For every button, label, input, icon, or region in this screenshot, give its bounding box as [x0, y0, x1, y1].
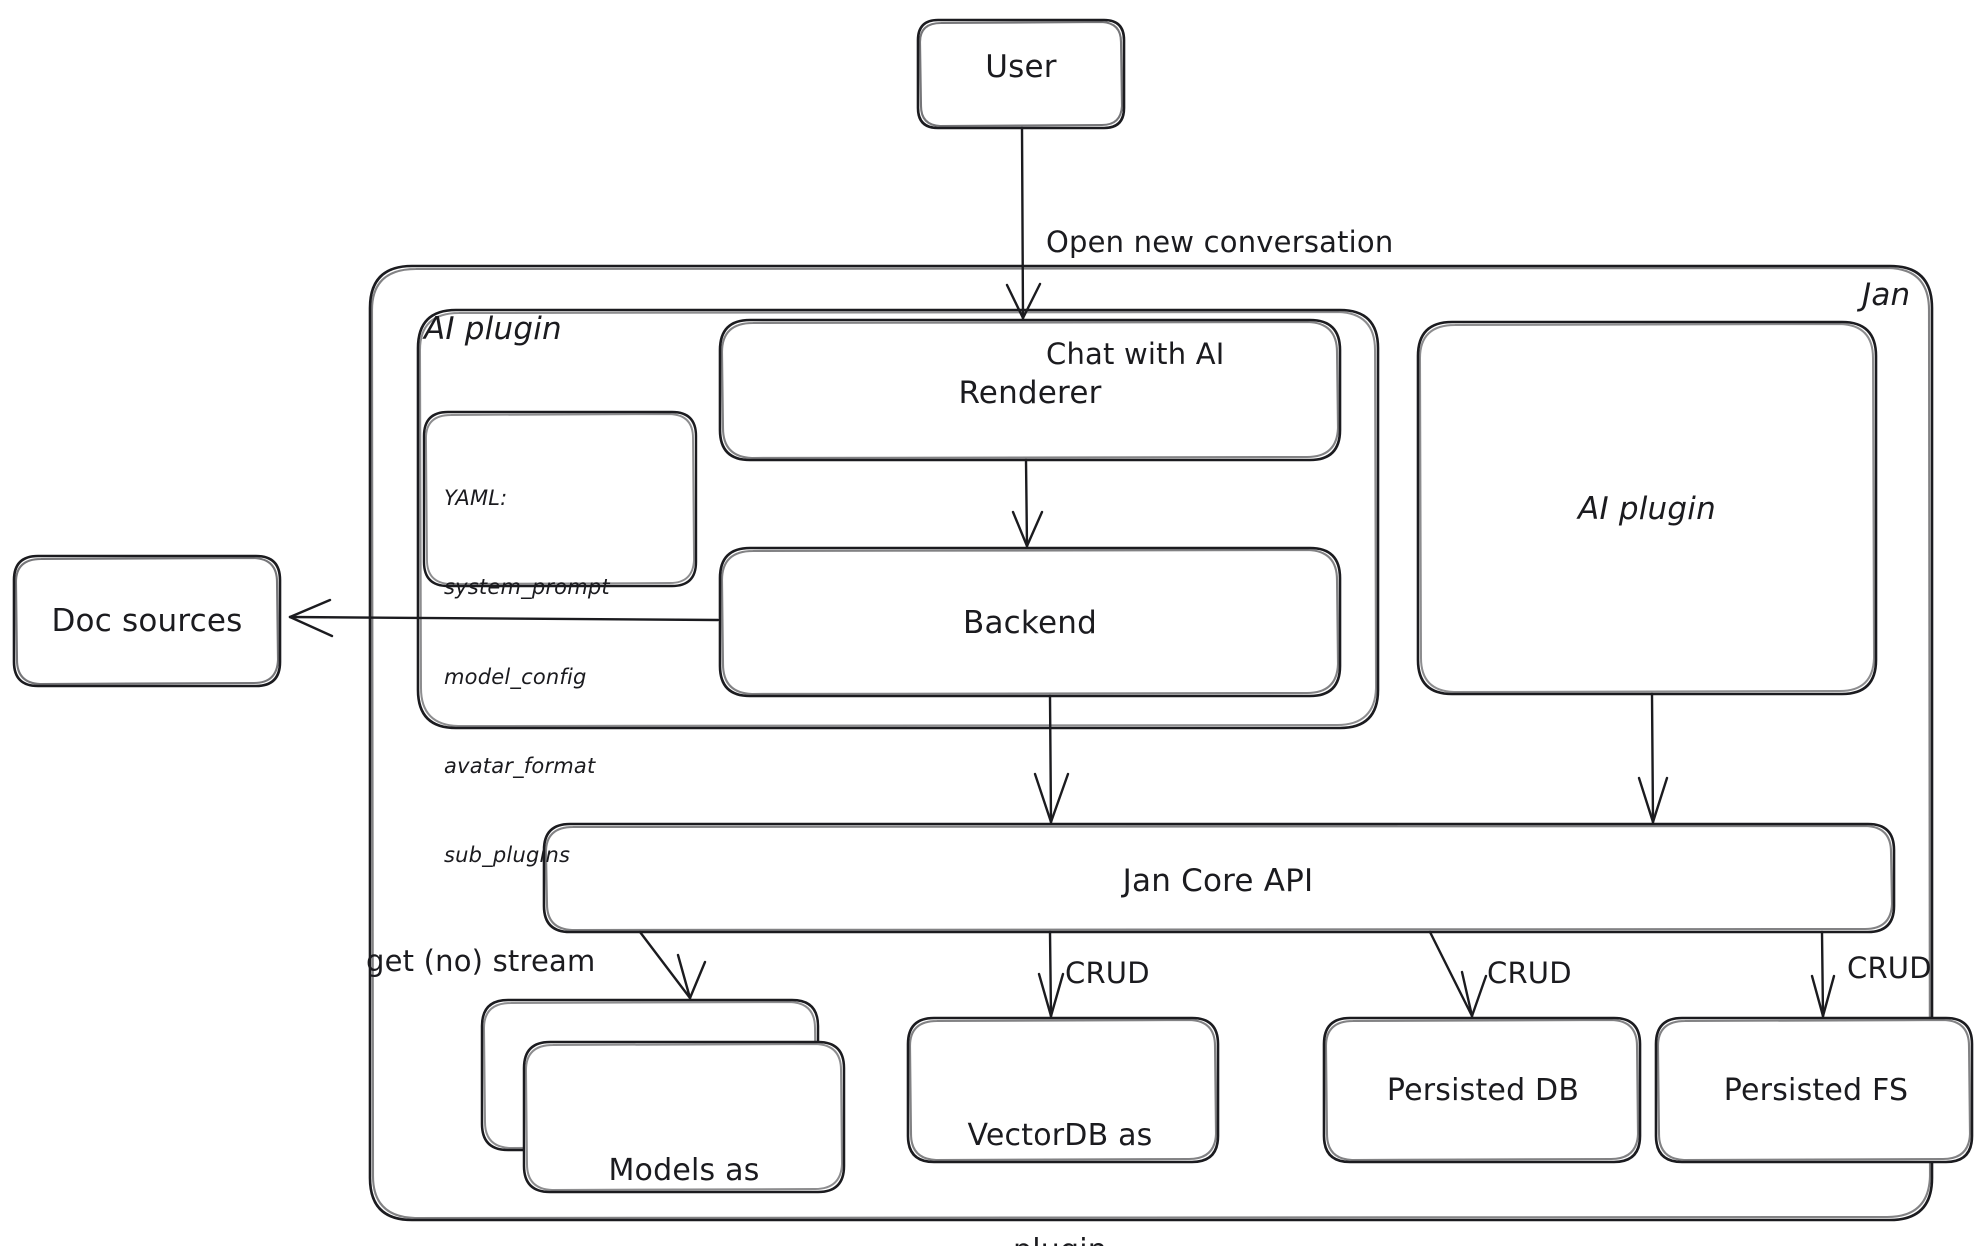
- vectordb-plugin-label-line1: VectorDB as: [967, 1117, 1153, 1153]
- edge-backend-to-doc-sources: [288, 598, 720, 638]
- edge-user-label-line2: Chat with AI: [1046, 336, 1225, 371]
- ai-plugin-right-node-label: AI plugin: [1578, 491, 1716, 527]
- renderer-node-label: Renderer: [958, 375, 1102, 411]
- backend-node-shape[interactable]: [718, 546, 1342, 698]
- yaml-key-sub-plugins: sub_plugins: [444, 843, 571, 868]
- jan-container-label: Jan: [1862, 277, 1911, 313]
- yaml-heading: YAML:: [444, 485, 508, 510]
- edge-core-to-persisted-db: [1428, 930, 1488, 1018]
- edge-core-to-vectordb: [1037, 930, 1065, 1018]
- persisted-db-node-shape[interactable]: [1322, 1016, 1642, 1164]
- yaml-card-shape[interactable]: [422, 410, 698, 588]
- yaml-key-avatar-format: avatar_format: [444, 753, 596, 778]
- edge-backend-to-core: [1033, 694, 1070, 824]
- jan-core-api-node-shape[interactable]: [542, 822, 1896, 934]
- jan-core-api-node-label: Jan Core API: [1122, 863, 1314, 899]
- doc-sources-node-label: Doc sources: [51, 603, 243, 639]
- persisted-fs-node-label: Persisted FS: [1723, 1073, 1909, 1108]
- edge-user-label-line1: Open new conversation: [1046, 225, 1394, 260]
- edge-user-to-renderer-label: Open new conversation Chat with AI: [1046, 150, 1393, 447]
- renderer-node-shape[interactable]: [718, 318, 1342, 462]
- edge-core-to-models: [638, 930, 707, 1000]
- user-node-shape[interactable]: [916, 18, 1126, 130]
- edge-user-to-renderer: [1005, 126, 1042, 320]
- edge-core-to-vectordb-label: CRUD: [1065, 956, 1150, 990]
- vectordb-plugin-label-line2: plugin: [967, 1232, 1152, 1246]
- persisted-db-node-label: Persisted DB: [1386, 1073, 1580, 1108]
- backend-node-label: Backend: [963, 605, 1097, 641]
- edge-core-to-persisted-db-label: CRUD: [1487, 956, 1572, 990]
- yaml-key-system-prompt: system_prompt: [444, 575, 610, 600]
- models-plugin-node-shape[interactable]: [480, 998, 846, 1194]
- doc-sources-node-shape[interactable]: [12, 554, 282, 688]
- ai-plugin-right-node-shape[interactable]: [1416, 320, 1878, 696]
- yaml-card-content: YAML: system_prompt model_config avatar_…: [444, 424, 610, 931]
- edge-renderer-to-backend: [1011, 458, 1044, 548]
- vectordb-plugin-node-shape[interactable]: [906, 1016, 1220, 1164]
- models-plugin-node-label: Models as plugin: [608, 1075, 759, 1246]
- persisted-fs-node-shape[interactable]: [1654, 1016, 1974, 1164]
- user-node-label: User: [985, 49, 1057, 85]
- edge-core-to-persisted-fs-label: CRUD: [1847, 951, 1932, 985]
- yaml-key-model-config: model_config: [444, 664, 587, 689]
- models-plugin-label-line1: Models as: [608, 1152, 760, 1188]
- ai-plugin-container-label: AI plugin: [424, 311, 562, 347]
- edge-core-to-models-label: get (no) stream: [366, 944, 596, 978]
- edge-core-to-persisted-fs: [1810, 930, 1836, 1018]
- edge-ai-plugin-to-core: [1637, 692, 1669, 824]
- vectordb-plugin-node-label: VectorDB as plugin: [967, 1040, 1152, 1246]
